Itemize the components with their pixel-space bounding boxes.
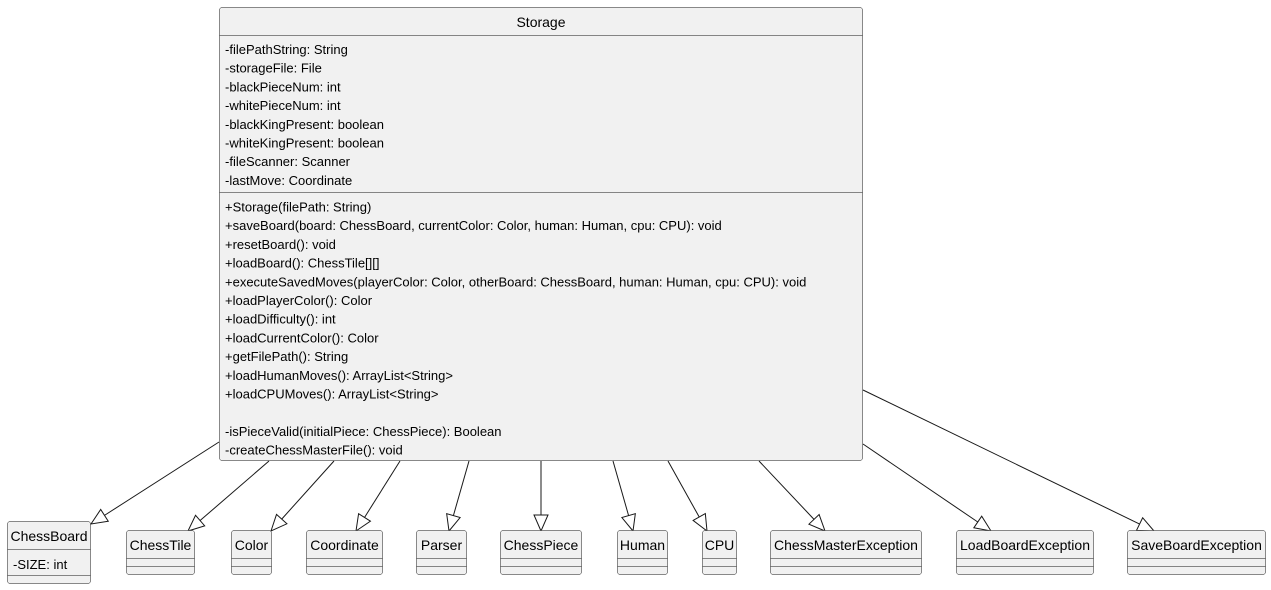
class-saveboardexception-title: SaveBoardException xyxy=(1131,537,1262,553)
class-storage-method: +Storage(filePath: String) xyxy=(225,200,371,215)
arrow-to-human xyxy=(612,460,630,516)
class-chessboard-box xyxy=(7,521,91,584)
arrow-to-loadboardexception xyxy=(862,443,979,523)
class-saveboardexception-box xyxy=(1127,530,1266,575)
arrowhead-loadboardexception xyxy=(972,515,993,532)
class-cpu-title: CPU xyxy=(705,537,735,553)
arrowhead-color xyxy=(270,513,288,532)
class-chessboard-title: ChessBoard xyxy=(10,528,87,544)
class-storage-field: -storageFile: File xyxy=(225,61,322,76)
class-color[interactable]: Color xyxy=(231,530,272,575)
class-coordinate[interactable]: Coordinate xyxy=(306,530,383,575)
arrow-to-color xyxy=(281,460,335,520)
arrow-to-chesstile xyxy=(199,460,270,521)
class-storage-field: -filePathString: String xyxy=(225,42,348,57)
class-loadboardexception[interactable]: LoadBoardException xyxy=(956,530,1094,575)
class-storage-method: +loadBoard(): ChessTile[][] xyxy=(225,256,380,271)
class-storage-field: -whiteKingPresent: boolean xyxy=(225,136,384,151)
arrow-to-coordinate xyxy=(364,460,401,518)
class-color-title: Color xyxy=(235,537,269,553)
class-parser-title: Parser xyxy=(421,537,463,553)
association-arrows xyxy=(89,389,1156,533)
arrowhead-chessboard xyxy=(89,508,110,525)
class-storage-method: +loadHumanMoves(): ArrayList<String> xyxy=(225,368,453,383)
class-storage-method: -isPieceValid(initialPiece: ChessPiece):… xyxy=(225,424,502,439)
class-storage-fields: -filePathString: String -storageFile: Fil… xyxy=(225,42,384,188)
class-storage-method: +loadDifficulty(): int xyxy=(225,312,336,327)
class-coordinate-box xyxy=(306,530,383,575)
class-chesstile-box xyxy=(126,530,195,575)
class-storage-box xyxy=(219,7,863,461)
class-chessmasterexception-title: ChessMasterException xyxy=(774,537,918,553)
class-storage-title: Storage xyxy=(516,14,565,30)
class-human-title: Human xyxy=(620,537,665,553)
class-chesspiece[interactable]: ChessPiece xyxy=(500,530,582,575)
class-chessboard[interactable]: ChessBoard -SIZE: int xyxy=(7,521,91,584)
arrowhead-cpu xyxy=(692,512,708,533)
class-chessmasterexception[interactable]: ChessMasterException xyxy=(770,530,922,575)
class-color-box xyxy=(231,530,272,575)
class-storage-field: -blackKingPresent: boolean xyxy=(225,117,384,132)
class-cpu-box xyxy=(702,530,737,575)
class-cpu[interactable]: CPU xyxy=(702,530,737,575)
class-storage-method: +getFilePath(): String xyxy=(225,349,348,364)
class-coordinate-title: Coordinate xyxy=(310,537,379,553)
class-storage-field: -blackPieceNum: int xyxy=(225,79,341,94)
class-human[interactable]: Human xyxy=(617,530,668,575)
class-storage-field: -lastMove: Coordinate xyxy=(225,173,352,188)
class-storage-method: +loadPlayerColor(): Color xyxy=(225,293,373,308)
class-parser[interactable]: Parser xyxy=(416,530,467,575)
arrowhead-saveboardexception xyxy=(1135,516,1156,532)
class-chesstile[interactable]: ChessTile xyxy=(126,530,195,575)
arrow-to-cpu xyxy=(667,460,700,518)
class-loadboardexception-title: LoadBoardException xyxy=(960,537,1090,553)
class-chessmasterexception-box xyxy=(770,530,922,575)
arrowhead-parser xyxy=(446,513,461,533)
class-storage-method: +loadCurrentColor(): Color xyxy=(225,330,379,345)
arrowhead-chessmasterexception xyxy=(808,513,826,532)
class-storage-method: +saveBoard(board: ChessBoard, currentCol… xyxy=(225,218,722,233)
arrow-to-chessmasterexception xyxy=(758,460,815,520)
class-chessboard-field: -SIZE: int xyxy=(13,557,68,572)
class-storage-method: +resetBoard(): void xyxy=(225,237,336,252)
arrowhead-coordinate xyxy=(355,512,372,533)
arrow-to-chessboard xyxy=(104,441,220,516)
class-chesspiece-title: ChessPiece xyxy=(504,537,579,553)
class-human-box xyxy=(617,530,668,575)
class-storage-method: -createChessMasterFile(): void xyxy=(225,443,403,458)
class-chesstile-title: ChessTile xyxy=(130,537,192,553)
class-chesspiece-box xyxy=(500,530,582,575)
class-storage-methods: +Storage(filePath: String) +saveBoard(boa… xyxy=(225,200,806,458)
class-storage-method: +executeSavedMoves(playerColor: Color, o… xyxy=(225,274,806,289)
class-saveboardexception[interactable]: SaveBoardException xyxy=(1127,530,1266,575)
class-storage-field: -whitePieceNum: int xyxy=(225,98,341,113)
class-storage-method: +loadCPUMoves(): ArrayList<String> xyxy=(225,387,439,402)
arrowhead-chesstile xyxy=(187,514,206,532)
class-storage-field: -fileScanner: Scanner xyxy=(225,154,351,169)
arrowhead-chesspiece xyxy=(533,514,549,533)
class-loadboardexception-box xyxy=(956,530,1094,575)
arrow-to-parser xyxy=(452,460,470,516)
arrow-to-saveboardexception xyxy=(862,389,1140,525)
class-storage[interactable]: Storage -filePathString: String -storageF… xyxy=(219,7,863,461)
arrowhead-human xyxy=(621,513,636,533)
class-parser-box xyxy=(416,530,467,575)
